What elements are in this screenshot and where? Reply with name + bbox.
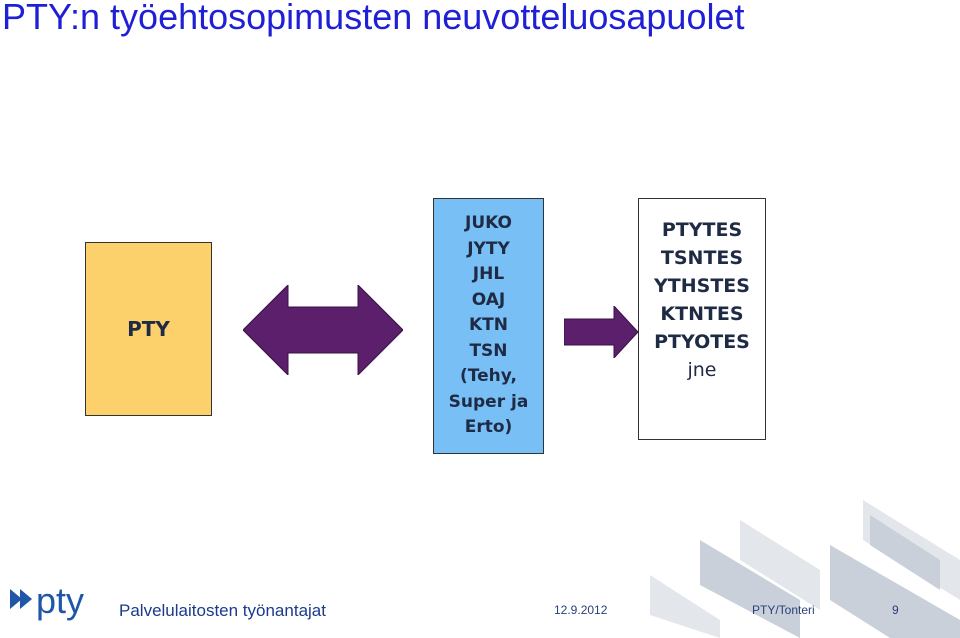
union-item: OAJ xyxy=(471,289,506,310)
organization-name: Palvelulaitosten työnantajat xyxy=(119,601,326,620)
unions-box: JUKO JYTY JHL OAJ KTN TSN (Tehy, Super j… xyxy=(433,198,544,454)
agreement-item: TSNTES xyxy=(660,247,744,269)
logo-chevron-icon xyxy=(10,589,22,609)
employer-label: PTY xyxy=(127,317,170,341)
slide-title: PTY:n työehtosopimusten neuvotteluosapuo… xyxy=(2,0,745,37)
footer-author: PTY/Tonteri xyxy=(752,603,815,617)
footer-date: 12.9.2012 xyxy=(554,603,608,617)
union-item: Super ja xyxy=(448,391,529,412)
pty-logo: pty xyxy=(10,583,84,621)
union-item: (Tehy, xyxy=(460,366,517,387)
agreement-item: jne xyxy=(687,359,717,381)
agreement-item: KTNTES xyxy=(660,303,744,325)
agreements-box: PTYTES TSNTES YTHSTES KTNTES PTYOTES jne xyxy=(638,198,766,440)
union-item: Erto) xyxy=(464,417,513,438)
agreement-item: PTYOTES xyxy=(654,331,750,353)
double-arrow-icon xyxy=(243,285,403,375)
union-item: JYTY xyxy=(467,238,510,259)
union-item: JUKO xyxy=(465,213,512,234)
logo-text: pty xyxy=(36,583,84,621)
employer-box: PTY xyxy=(85,242,212,416)
agreement-item: PTYTES xyxy=(661,219,743,241)
right-arrow-icon xyxy=(564,306,638,358)
union-item: JHL xyxy=(472,264,505,285)
agreement-item: YTHSTES xyxy=(654,275,750,297)
union-item: KTN xyxy=(469,315,508,336)
page-number: 9 xyxy=(892,603,899,617)
union-item: TSN xyxy=(469,340,508,361)
